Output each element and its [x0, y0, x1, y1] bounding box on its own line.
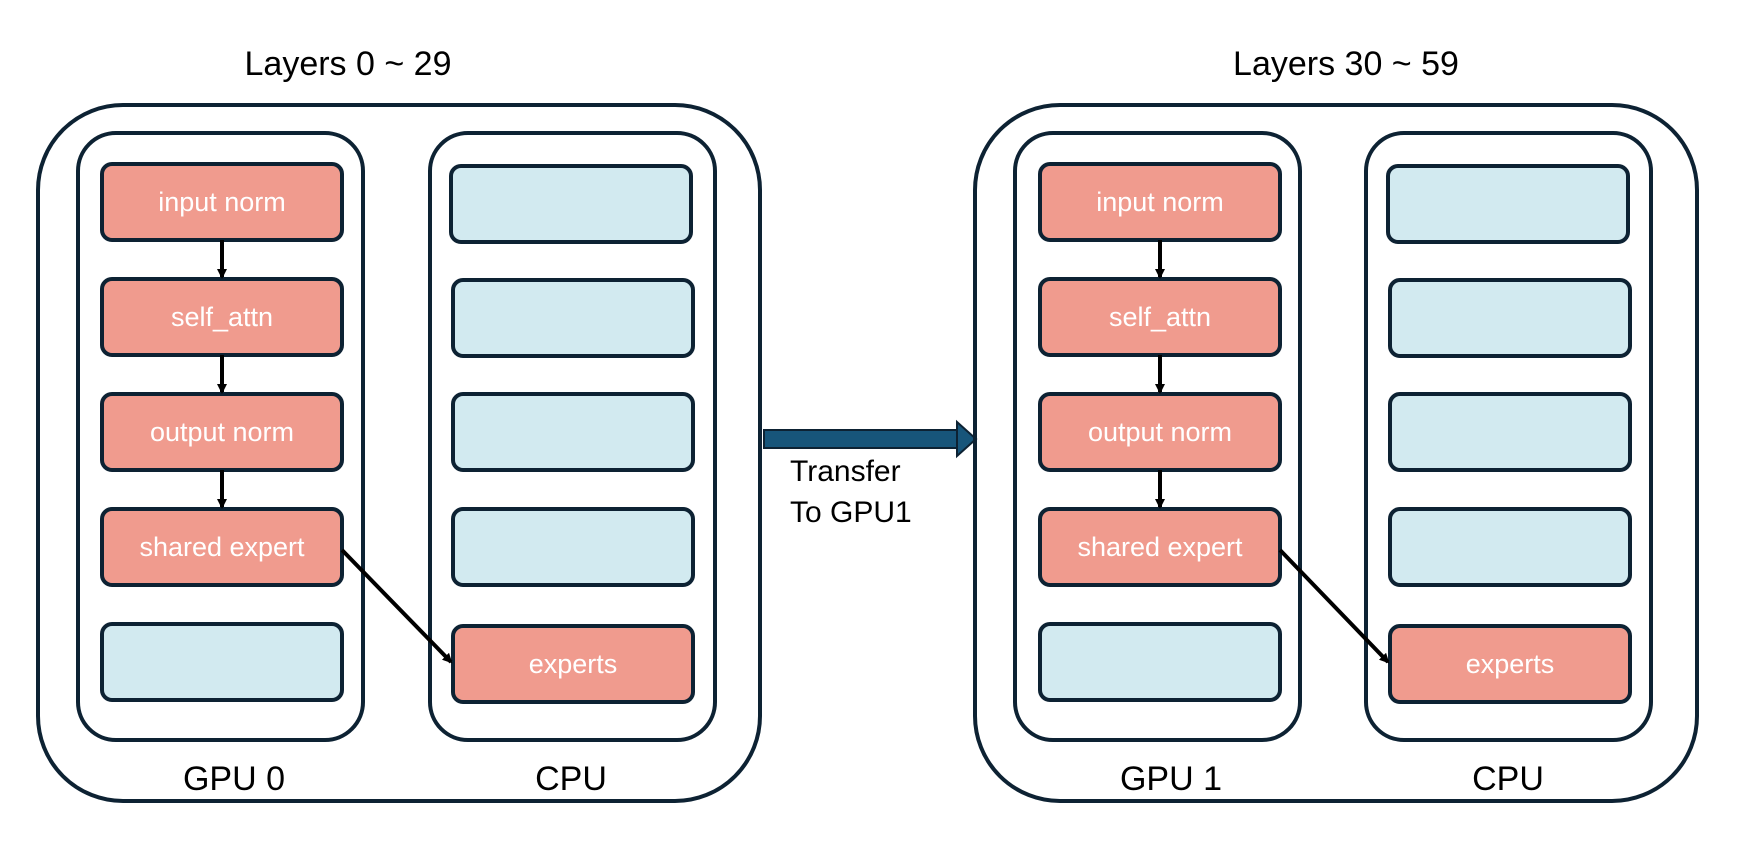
cpu-label: CPU [1472, 760, 1544, 798]
section-layers-0-29: Layers 0 ~ 29 input norm self_attn outpu… [36, 45, 762, 803]
block-label: shared expert [1077, 532, 1243, 562]
cpu-block-idle [1386, 164, 1630, 244]
block-label: experts [1466, 649, 1555, 679]
block-label: output norm [150, 417, 294, 447]
section-title: Layers 30 ~ 59 [1233, 45, 1459, 83]
gpu-block-shared-expert [1038, 507, 1282, 587]
cpu-container [1364, 131, 1653, 742]
cpu-label: CPU [535, 760, 607, 798]
gpu-label: GPU 1 [1120, 760, 1222, 798]
block-label: self_attn [1109, 302, 1211, 332]
cpu-block-idle [1388, 507, 1632, 587]
cpu-container [428, 131, 717, 742]
cpu-block-idle [451, 392, 695, 472]
gpu-block-shared-expert [100, 507, 344, 587]
block-label: output norm [1088, 417, 1232, 447]
gpu-block-idle [1038, 622, 1282, 702]
transfer-arrow-group: Transfer To GPU1 [763, 419, 978, 529]
block-label: self_attn [171, 302, 273, 332]
layer-group-frame [36, 103, 762, 803]
block-label: experts [529, 649, 618, 679]
layer-group-frame [973, 103, 1699, 803]
gpu-container [76, 131, 365, 742]
section-layers-30-59: Layers 30 ~ 59 input norm self_attn outp… [973, 45, 1699, 803]
flow-arrow-to-experts [1278, 548, 1390, 664]
transfer-arrow-shaft [763, 429, 961, 449]
gpu-label: GPU 0 [183, 760, 285, 798]
cpu-block-experts [451, 624, 695, 704]
cpu-block-idle [451, 507, 695, 587]
block-label: input norm [1096, 187, 1224, 217]
block-label: shared expert [139, 532, 305, 562]
transfer-arrow-head [956, 419, 978, 459]
cpu-block-idle [449, 164, 693, 244]
cpu-block-idle [451, 278, 695, 358]
cpu-block-idle [1388, 278, 1632, 358]
cpu-block-experts [1388, 624, 1632, 704]
transfer-label-line1: Transfer [790, 455, 901, 488]
gpu-block-idle [100, 622, 344, 702]
gpu-container [1013, 131, 1302, 742]
block-label: input norm [158, 187, 286, 217]
transfer-label-line2: To GPU1 [790, 496, 912, 529]
cpu-block-idle [1388, 392, 1632, 472]
flow-arrow-to-experts [340, 548, 453, 664]
section-title: Layers 0 ~ 29 [245, 45, 452, 83]
